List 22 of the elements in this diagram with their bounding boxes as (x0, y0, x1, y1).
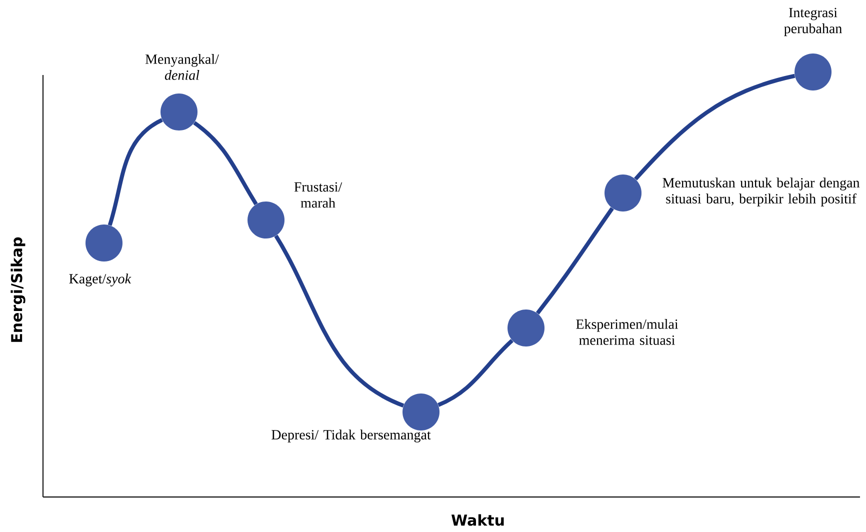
stage-dot (794, 54, 832, 90)
stage-dot (508, 310, 544, 346)
curve-segment (193, 121, 258, 206)
stage-label: Menyangkal/ denial (145, 54, 219, 80)
stage-dot (402, 394, 440, 430)
stage-label: Depresi/ Tidak bersemangat (272, 430, 431, 442)
axis-title: Energi/Sikap (10, 237, 26, 342)
stage-dot (604, 174, 642, 212)
stage-label: Kaget/syok (69, 274, 132, 286)
curve-segment (274, 234, 404, 408)
curve-segment (108, 118, 164, 226)
stage-label: Eksperimen/mulai menerima situasi (576, 319, 678, 345)
stage-dot (160, 94, 198, 130)
stage-label: Integrasi perubahan (784, 8, 842, 36)
stage-dot (86, 224, 122, 262)
curve-segment (536, 207, 614, 314)
curve-segment (634, 74, 796, 180)
curve-segment (438, 339, 514, 407)
stage-label: Memutuskan untuk belajar dengan situasi baru, berpikir lebih positif (662, 178, 860, 206)
axis-title: Waktu (451, 514, 504, 526)
stage-label: Frustasi/ marah (294, 182, 342, 208)
stage-dot (248, 202, 284, 238)
